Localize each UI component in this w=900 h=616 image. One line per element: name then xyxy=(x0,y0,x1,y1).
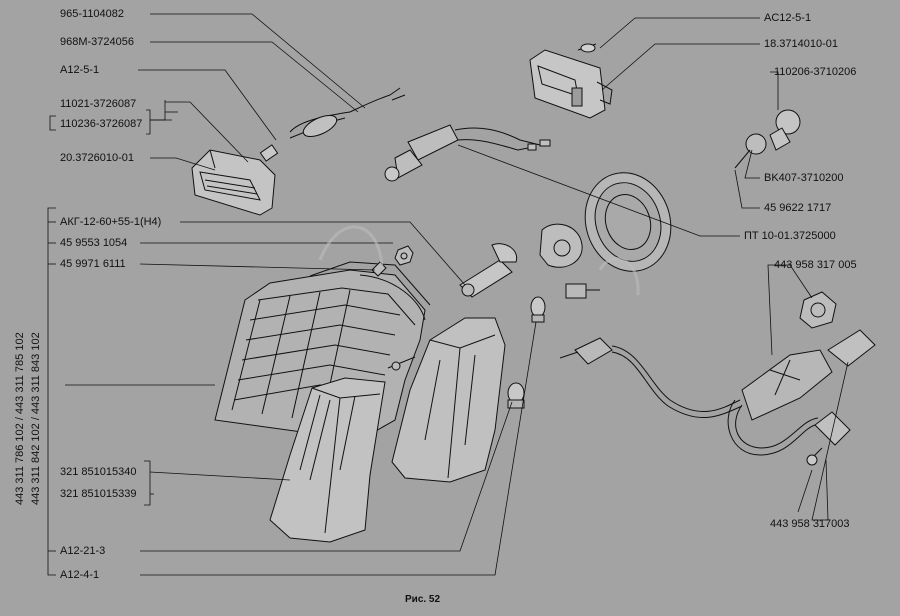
label-ac12-5-1: AC12-5-1 xyxy=(764,12,812,24)
label-443-958-317-005: 443 958 317 005 xyxy=(774,259,857,271)
side-lamp-lens-front xyxy=(269,377,386,543)
lamp-socket-part xyxy=(559,337,743,419)
turn-bulb-part xyxy=(507,382,525,409)
label-a12-21-3: A12-21-3 xyxy=(60,545,106,557)
label-321-851015339: 321 851015339 xyxy=(60,488,137,500)
label-110206-3710206: 110206-3710206 xyxy=(774,66,857,78)
h4-bulb-part xyxy=(459,243,518,298)
label-18-3714010-01: 18.3714010-01 xyxy=(764,38,839,50)
watermark xyxy=(318,225,640,296)
parking-bulb-part xyxy=(530,296,546,323)
repeater-wire-part xyxy=(259,87,406,162)
label-45-9553-1054: 45 9553 1054 xyxy=(60,237,128,249)
label-pt-10-01: ПТ 10-01.3725000 xyxy=(744,230,836,242)
side-marker-lamp-part xyxy=(529,43,613,119)
label-11021-3726087: 11021-3726087 xyxy=(60,98,137,110)
label-45-9971-6111: 45 9971 6111 xyxy=(60,258,126,270)
label-968m-3724056: 968M-3724056 xyxy=(60,36,135,48)
label-bk407-3710200: BK407-3710200 xyxy=(764,172,844,184)
bulb-holder-part xyxy=(565,283,600,299)
side-lamp-lens-rear xyxy=(391,317,506,483)
bulb-socket-317005-part xyxy=(799,291,837,329)
label-akg-h4: АКГ-12-60+55-1(H4) xyxy=(60,216,162,228)
figure-caption: Рис. 52 xyxy=(405,594,441,605)
retainer-ring-part xyxy=(539,223,583,268)
sound-socket-part xyxy=(384,124,551,182)
label-vertical-842-843: 443 311 842 102 / 443 311 843 102 xyxy=(30,332,42,505)
label-110236-3726087: 110236-3726087 xyxy=(60,118,143,130)
label-a12-4-1: A12-4-1 xyxy=(60,569,100,581)
label-443-958-317003: 443 958 317003 xyxy=(770,518,850,530)
label-20-3726010-01: 20.3726010-01 xyxy=(60,152,135,164)
nut-part xyxy=(394,245,414,266)
side-repeater-lamp-part xyxy=(191,149,276,216)
label-a12-5-1: A12-5-1 xyxy=(60,64,100,76)
small-lamp-part xyxy=(734,109,801,169)
label-45-9622-1717: 45 9622 1717 xyxy=(764,202,832,214)
wiring-harness-part xyxy=(727,329,876,466)
label-965-1104082: 965-1104082 xyxy=(60,8,125,20)
bolt-part xyxy=(387,356,416,371)
label-321-851015340: 321 851015340 xyxy=(60,466,137,478)
leader-lines xyxy=(47,13,849,576)
label-vertical-786-785: 443 311 786 102 / 443 311 785 102 xyxy=(14,332,26,505)
